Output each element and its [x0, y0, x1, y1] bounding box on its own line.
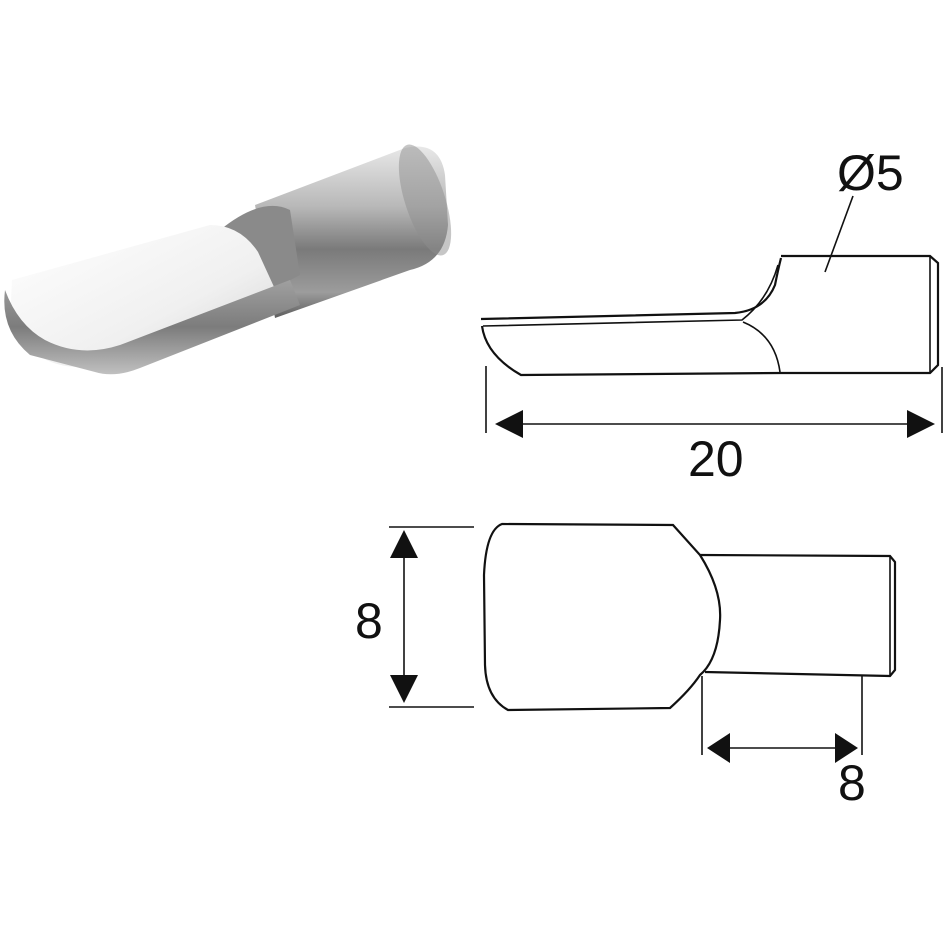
product-photo: [4, 144, 452, 375]
arrow-left-icon: [707, 733, 730, 763]
width-label: 8: [355, 593, 383, 649]
arrow-right-icon: [907, 410, 935, 438]
side-view-drawing: Ø5 20: [480, 145, 943, 487]
arrow-down-icon: [390, 675, 418, 703]
arrow-left-icon: [495, 410, 523, 438]
length-label: 20: [688, 431, 744, 487]
pin-length-label: 8: [838, 755, 866, 811]
arrow-right-icon: [835, 733, 858, 763]
top-view-drawing: 8 8: [355, 522, 897, 811]
diameter-label: Ø5: [837, 145, 904, 201]
arrow-up-icon: [390, 530, 418, 558]
